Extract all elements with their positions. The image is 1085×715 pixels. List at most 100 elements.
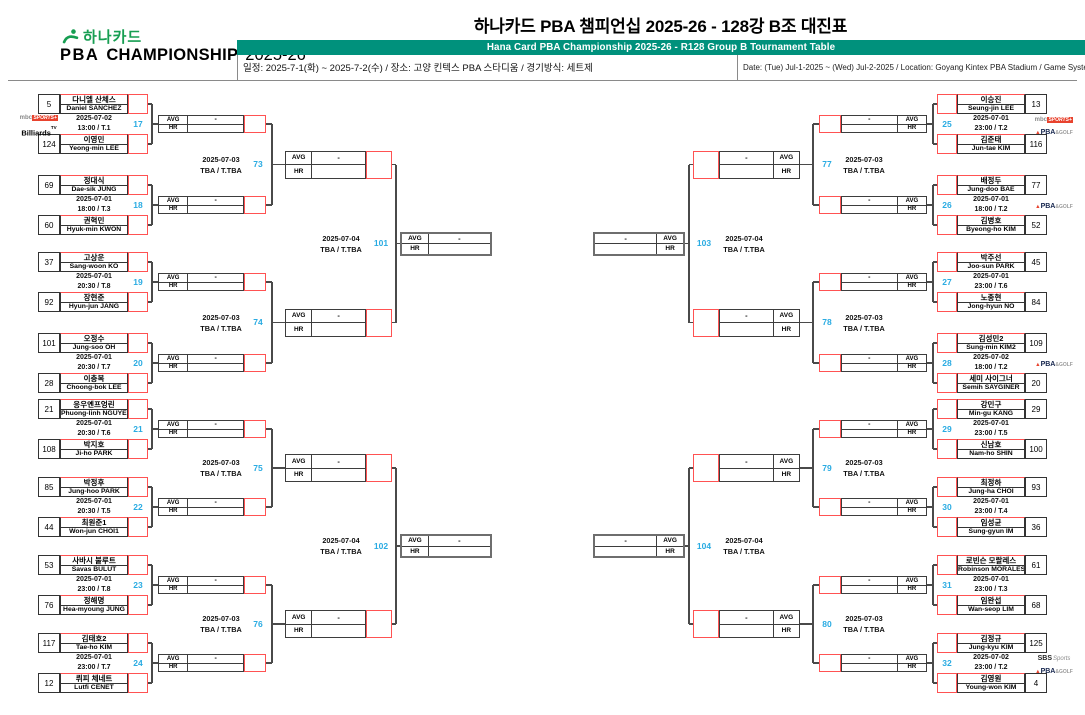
hr-label: HR bbox=[168, 508, 178, 515]
player-score-cell bbox=[937, 595, 957, 615]
pba-golf-logo: ▲PBA&GOLF bbox=[1035, 202, 1073, 210]
player-name-kr: 뤼피 체네트 bbox=[61, 674, 127, 684]
pba-logo-text: PBA bbox=[60, 46, 100, 64]
r2-stat-values: - bbox=[720, 611, 773, 637]
avg-value: - bbox=[428, 234, 490, 244]
hr-label: HR bbox=[907, 586, 917, 593]
match-time-table: 20:30 / T.8 bbox=[77, 283, 111, 290]
r3-stat-values: - bbox=[595, 536, 657, 556]
match-time-table: 18:00 / T.2 bbox=[974, 364, 1008, 371]
championship-logo-text: CHAMPIONSHIP bbox=[106, 46, 239, 64]
connector-line bbox=[933, 642, 937, 644]
avg-label: AVG bbox=[286, 455, 312, 469]
match-time-table: 23:00 / T.8 bbox=[77, 586, 111, 593]
player-seed: 101 bbox=[38, 333, 60, 353]
avg-label: AVG bbox=[159, 421, 188, 430]
player-seed: 69 bbox=[38, 175, 60, 195]
winner-score-slot bbox=[244, 115, 266, 133]
winner-stat-values: - bbox=[188, 655, 243, 671]
player-seed: 4 bbox=[1025, 673, 1047, 693]
connector-line bbox=[800, 623, 813, 625]
connector-line bbox=[152, 281, 158, 283]
player-seed: 100 bbox=[1025, 439, 1047, 459]
hr-value bbox=[312, 469, 365, 482]
avg-value: - bbox=[188, 274, 243, 283]
event-info-korean: 일정: 2025-7-1(화) ~ 2025-7-2(수) / 장소: 고양 킨… bbox=[243, 63, 593, 74]
match-time-table: 23:00 / T.5 bbox=[974, 430, 1008, 437]
connector-line bbox=[152, 584, 158, 586]
match-number: 29 bbox=[942, 424, 952, 434]
player-name-kr: 김정규 bbox=[958, 634, 1024, 644]
connector-line bbox=[266, 428, 272, 430]
avg-label: AVG bbox=[897, 355, 926, 364]
connector-line bbox=[266, 281, 272, 283]
player-seed: 21 bbox=[38, 399, 60, 419]
match-number: 74 bbox=[253, 317, 263, 327]
match-number: 80 bbox=[822, 618, 832, 629]
avg-label: AVG bbox=[773, 152, 799, 165]
connector-line bbox=[933, 604, 937, 606]
connector-line bbox=[272, 623, 285, 625]
r2-score-slot bbox=[366, 454, 392, 482]
sbs-sports-logo: SBSSports bbox=[1037, 654, 1071, 662]
player-name-en: Semih SAYGINER bbox=[962, 383, 1020, 391]
hr-value bbox=[720, 165, 773, 178]
connector-line bbox=[148, 224, 152, 226]
player-score-cell bbox=[937, 373, 957, 393]
avg-value: - bbox=[842, 577, 897, 586]
avg-value: - bbox=[188, 421, 243, 430]
avg-label: AVG bbox=[773, 310, 799, 323]
player-score-cell bbox=[128, 292, 148, 312]
match-number: 101 bbox=[373, 238, 389, 248]
hr-label: HR bbox=[168, 125, 178, 132]
winner-stat-values: - bbox=[188, 274, 243, 290]
player-score-cell bbox=[937, 333, 957, 353]
avg-label: AVG bbox=[897, 499, 926, 508]
player-name-en: Sang-woon KO bbox=[69, 262, 119, 270]
winner-stat-values: - bbox=[188, 577, 243, 593]
match-date: 2025-07-04 bbox=[725, 233, 763, 243]
match-date: 2025-07-03 bbox=[845, 614, 883, 623]
player-name-kr: 김준태 bbox=[958, 135, 1024, 145]
avg-value: - bbox=[720, 455, 773, 469]
winner-score-slot bbox=[244, 498, 266, 516]
connector-line bbox=[932, 104, 934, 144]
player-seed: 13 bbox=[1025, 94, 1047, 114]
match-date: 2025-07-02 bbox=[973, 354, 1009, 361]
player-name-en: Robinson MORALES bbox=[958, 565, 1024, 573]
player-name-kr: 박지호 bbox=[61, 440, 127, 450]
avg-label: AVG bbox=[159, 197, 188, 206]
connector-line bbox=[688, 164, 690, 323]
match-date: 2025-07-03 bbox=[202, 458, 240, 467]
player-score-cell bbox=[128, 399, 148, 419]
avg-value: - bbox=[595, 234, 657, 244]
player-name-en: Hyuk-min KWON bbox=[66, 225, 122, 233]
connector-line bbox=[927, 362, 933, 364]
player-name-kr: 고상운 bbox=[61, 253, 127, 263]
player-name-kr: 장현준 bbox=[61, 293, 127, 303]
connector-line bbox=[813, 362, 819, 364]
avg-label: AVG bbox=[286, 152, 312, 165]
hr-value bbox=[842, 125, 897, 133]
match-number: 102 bbox=[373, 540, 389, 551]
connector-line bbox=[800, 467, 813, 469]
winner-score-slot bbox=[819, 654, 841, 672]
connector-line bbox=[152, 506, 158, 508]
connector-line bbox=[148, 301, 152, 303]
connector-line bbox=[933, 342, 937, 344]
connector-line bbox=[392, 623, 396, 625]
player-name-en: Dae-sik JUNG bbox=[71, 185, 117, 193]
connector-line bbox=[813, 662, 819, 664]
